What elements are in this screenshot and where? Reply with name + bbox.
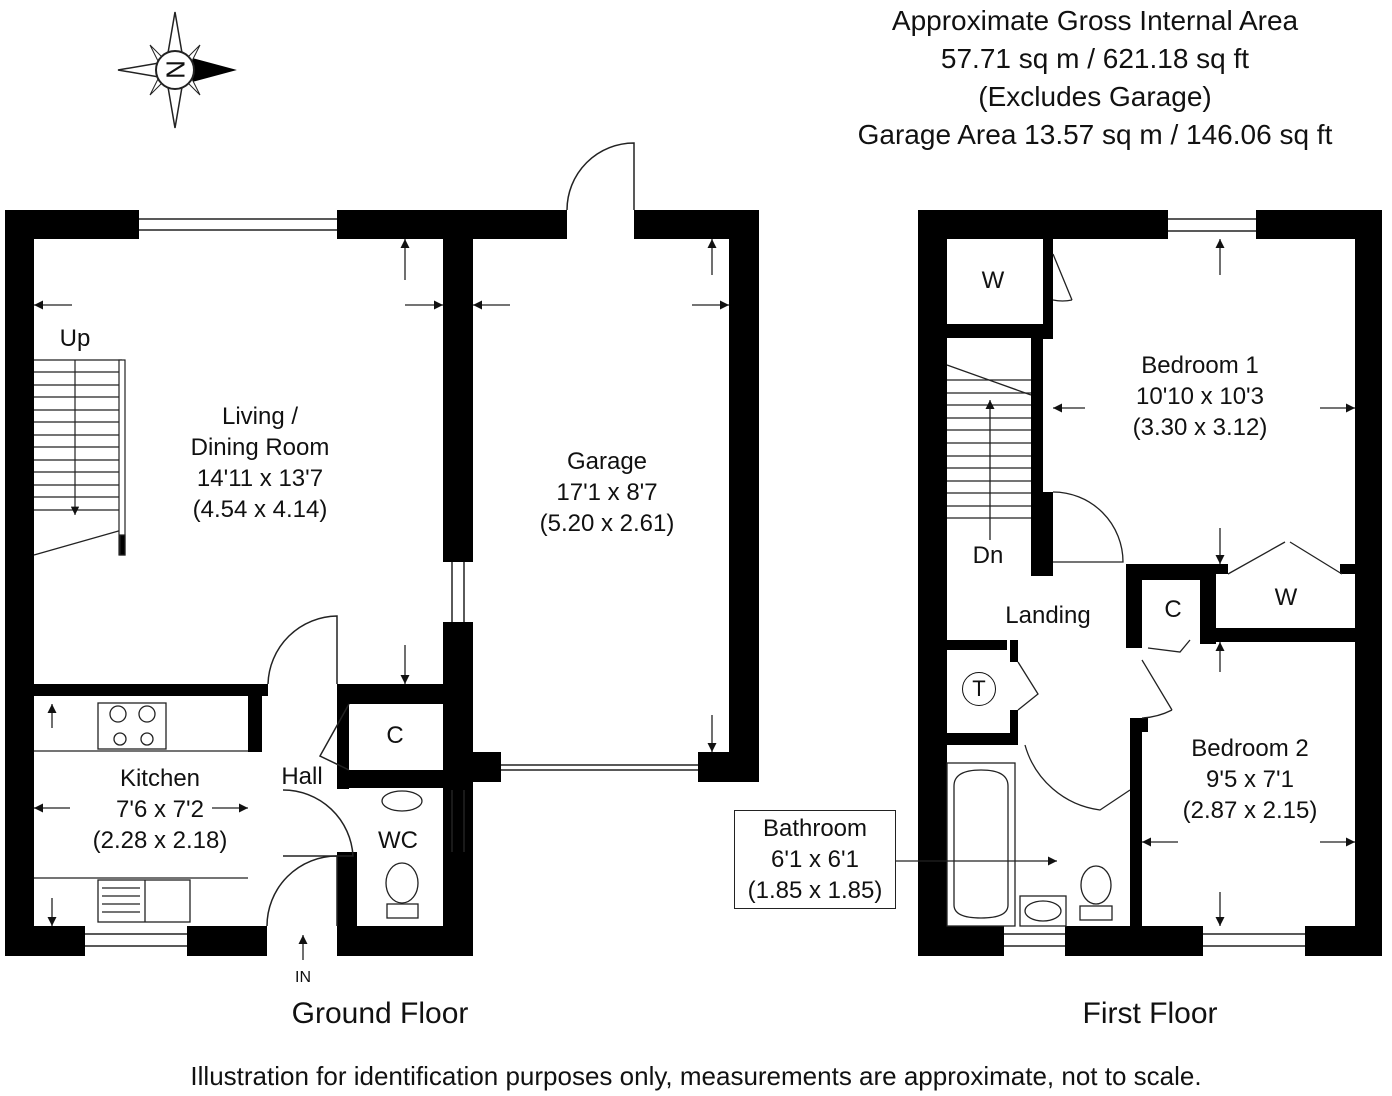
area-summary-line2: 57.71 sq m / 621.18 sq ft: [940, 43, 1250, 74]
compass-rose-icon: [117, 11, 237, 129]
room-kitchen-size-imperial: 7'6 x 7'2: [116, 796, 204, 823]
room-living-size-imperial: 14'11 x 13'7: [196, 465, 324, 492]
wc-fittings: [381, 790, 423, 919]
room-bedroom1-size-imperial: 10'10 x 10'3: [1136, 383, 1264, 410]
stairs-up-label: Up: [59, 325, 91, 352]
room-bathroom-name: Bathroom: [762, 815, 868, 842]
area-summary: Approximate Gross Internal Area 57.71 sq…: [790, 2, 1392, 154]
windows: [85, 218, 1305, 947]
stairs-down-label: Dn: [972, 542, 1004, 569]
room-living-name2: Dining Room: [190, 434, 330, 461]
room-kitchen-size-metric: (2.28 x 2.18): [92, 827, 228, 854]
dimension-arrows: [34, 239, 729, 960]
room-tank-label: T: [962, 672, 996, 706]
room-bathroom-size-metric: (1.85 x 1.85): [747, 877, 883, 904]
area-summary-line1: Approximate Gross Internal Area: [891, 5, 1299, 36]
room-wardrobe-top-label: W: [981, 267, 1005, 294]
kitchen-fittings: [34, 702, 248, 923]
room-garage-label: Garage 17'1 x 8'7 (5.20 x 2.61): [507, 446, 707, 539]
room-cupboard-ff-label: C: [1164, 596, 1182, 623]
room-landing-label: Landing: [1005, 602, 1091, 629]
room-living-label: Living / Dining Room 14'11 x 13'7 (4.54 …: [150, 401, 370, 525]
room-wardrobe-mid-label: W: [1274, 584, 1298, 611]
room-garage-name: Garage: [566, 448, 648, 475]
room-bedroom2-name: Bedroom 2: [1191, 735, 1309, 762]
entrance-label: IN: [295, 969, 311, 986]
room-bathroom-label: Bathroom 6'1 x 6'1 (1.85 x 1.85): [734, 810, 896, 909]
first-floor-lines: [896, 253, 1343, 927]
room-living-size-metric: (4.54 x 4.14): [192, 496, 328, 523]
first-floor-title: First Floor: [1082, 997, 1218, 1030]
room-garage-size-metric: (5.20 x 2.61): [539, 510, 675, 537]
room-kitchen-label: Kitchen 7'6 x 7'2 (2.28 x 2.18): [60, 763, 260, 856]
room-cupboard-label: C: [386, 722, 404, 749]
ground-floor-walls: [5, 210, 759, 956]
area-summary-line4: Garage Area 13.57 sq m / 146.06 sq ft: [857, 119, 1333, 150]
room-bedroom1-size-metric: (3.30 x 3.12): [1132, 414, 1268, 441]
disclaimer: Illustration for identification purposes…: [190, 1061, 1202, 1091]
room-bedroom1-label: Bedroom 1 10'10 x 10'3 (3.30 x 3.12): [1100, 350, 1300, 443]
room-bedroom1-name: Bedroom 1: [1141, 352, 1259, 379]
room-living-name1: Living /: [221, 403, 299, 430]
door-swings: [266, 142, 635, 927]
room-hall-label: Hall: [281, 763, 323, 790]
room-bathroom-size-imperial: 6'1 x 6'1: [771, 846, 859, 873]
area-summary-line3: (Excludes Garage): [978, 81, 1212, 112]
room-bedroom2-size-imperial: 9'5 x 7'1: [1206, 766, 1294, 793]
compass-letter: N: [160, 60, 191, 79]
first-floor-dimension-arrows: [1053, 239, 1355, 926]
room-bedroom2-size-metric: (2.87 x 2.15): [1182, 797, 1318, 824]
room-bedroom2-label: Bedroom 2 9'5 x 7'1 (2.87 x 2.15): [1150, 733, 1350, 826]
ground-floor-title: Ground Floor: [291, 997, 469, 1030]
room-kitchen-name: Kitchen: [119, 765, 201, 792]
first-floor-walls: [918, 210, 1382, 956]
ground-stairs: [33, 359, 126, 556]
room-garage-size-imperial: 17'1 x 8'7: [556, 479, 658, 506]
room-wc-label: WC: [378, 827, 418, 854]
